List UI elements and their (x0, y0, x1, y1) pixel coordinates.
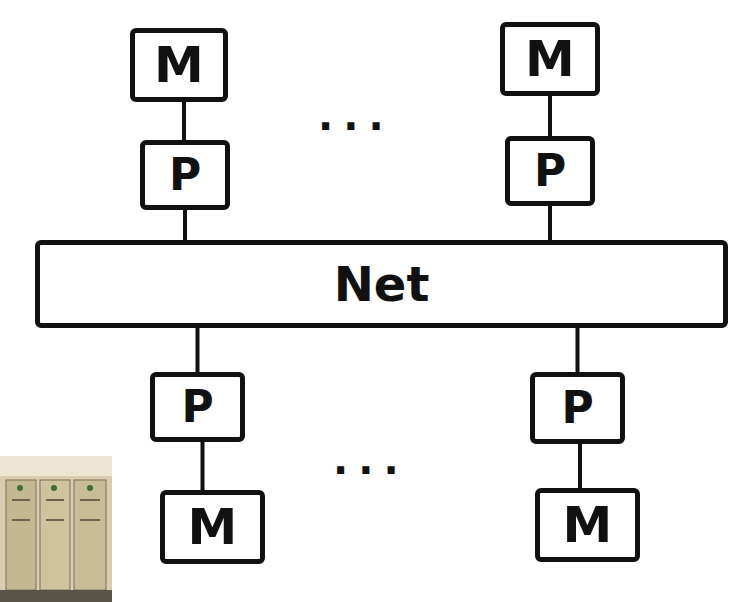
memory-box: M (130, 28, 228, 102)
processor-box: P (140, 140, 230, 210)
box-label: P (169, 153, 201, 197)
processor-box: P (150, 372, 245, 442)
link-line (548, 96, 552, 136)
box-label: Net (334, 260, 430, 308)
link-line (578, 444, 582, 488)
memory-box: M (160, 490, 265, 564)
link-line (183, 210, 187, 240)
box-label: M (525, 34, 575, 84)
processor-box: P (530, 372, 625, 444)
box-label: P (561, 386, 593, 430)
box-label: M (563, 500, 613, 550)
link-line (548, 206, 552, 240)
box-label: M (154, 40, 204, 90)
link-line (196, 328, 200, 372)
box-label: P (181, 385, 213, 429)
ellipsis: ... (318, 96, 394, 136)
memory-box: M (500, 22, 600, 96)
network-band: Net (35, 240, 728, 328)
link-line (182, 102, 186, 140)
link-line (201, 442, 205, 490)
memory-box: M (535, 488, 640, 562)
ellipsis: ... (333, 440, 409, 480)
box-label: P (534, 149, 566, 193)
processor-box: P (505, 136, 595, 206)
box-label: M (188, 502, 238, 552)
link-line (576, 328, 580, 372)
server-photo (0, 456, 112, 602)
